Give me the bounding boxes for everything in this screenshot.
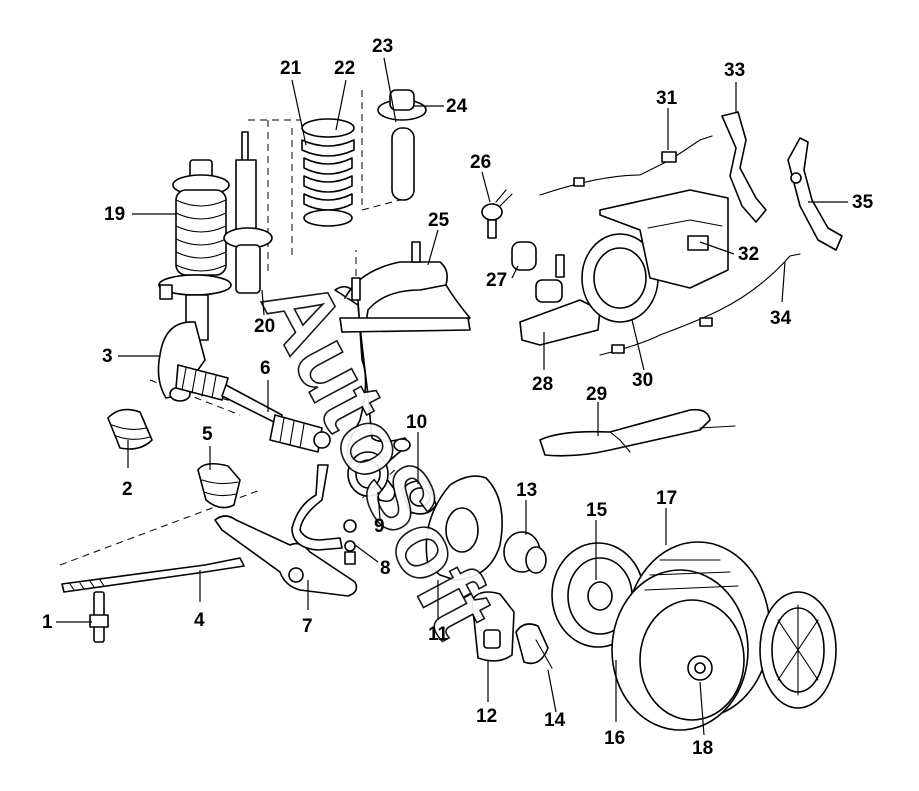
reservoir-drawing [481, 189, 537, 271]
drive-shaft-drawing [175, 364, 331, 453]
mounting-stud-drawing [89, 591, 109, 643]
hubcap-drawing [759, 591, 837, 709]
shock-absorber-drawing [223, 131, 273, 294]
bush-drawing [197, 462, 241, 509]
callout-3: 3 [102, 346, 113, 367]
callout-11: 11 [428, 624, 449, 645]
callout-10: 10 [406, 412, 427, 433]
callout-29: 29 [586, 384, 607, 405]
upper-control-arm-drawing [339, 241, 471, 333]
callout-25: 25 [428, 210, 450, 231]
callout-4: 4 [194, 610, 205, 631]
pedal-bracket-drawing [599, 189, 729, 289]
callout-31: 31 [656, 88, 678, 109]
splash-shield-drawing [425, 475, 503, 581]
callout-7: 7 [302, 616, 313, 637]
coil-spring-drawing [301, 118, 355, 227]
wheel-bearing-drawing [401, 480, 437, 515]
callout-5: 5 [202, 424, 213, 445]
master-cylinder-drawing [519, 254, 601, 346]
wheel-hub-drawing [503, 531, 547, 574]
callout-26: 26 [470, 152, 491, 173]
radius-rod-drawing [61, 557, 245, 593]
rubber-bush-drawing [107, 408, 153, 450]
callout-14: 14 [544, 710, 566, 731]
callout-24: 24 [446, 96, 468, 117]
callout-23: 23 [372, 36, 393, 57]
callout-28: 28 [532, 374, 553, 395]
callout-13: 13 [516, 480, 537, 501]
callout-27: 27 [486, 270, 507, 291]
callout-numbers: 1 2 3 4 5 6 7 8 9 10 11 12 13 14 15 16 1… [42, 36, 874, 759]
callout-9: 9 [374, 516, 385, 537]
callout-21: 21 [280, 58, 302, 79]
clutch-pedal-drawing [787, 137, 843, 251]
callout-17: 17 [656, 488, 677, 509]
callout-30: 30 [632, 370, 653, 391]
callout-22: 22 [334, 58, 355, 79]
wheel-drum-drawing [611, 541, 771, 731]
callout-12: 12 [476, 706, 497, 727]
callout-34: 34 [770, 308, 792, 329]
brake-caliper-drawing [471, 591, 515, 662]
lower-control-arm-drawing [214, 515, 358, 597]
callout-15: 15 [586, 500, 608, 521]
callout-19: 19 [104, 204, 125, 225]
strut-mount-drawing [377, 89, 427, 201]
callout-8: 8 [380, 558, 391, 579]
steering-knuckle-drawing [334, 285, 411, 503]
callout-20: 20 [254, 316, 275, 337]
callout-1: 1 [42, 612, 53, 633]
callout-16: 16 [604, 728, 625, 749]
callout-33: 33 [724, 60, 745, 81]
callout-35: 35 [852, 192, 874, 213]
callout-2: 2 [122, 479, 133, 500]
callout-32: 32 [738, 244, 759, 265]
strut-assembly-drawing [158, 159, 232, 341]
brake-pads-drawing [515, 623, 553, 669]
leader-lines [56, 57, 848, 736]
handbrake-lever-drawing [539, 408, 736, 457]
callout-18: 18 [692, 738, 713, 759]
brake-pedal-drawing [721, 111, 767, 223]
callout-6: 6 [260, 358, 271, 379]
brake-booster-drawing [581, 233, 659, 323]
ball-joint-bolt-drawing [291, 464, 357, 565]
brake-cables-drawing [539, 135, 801, 356]
